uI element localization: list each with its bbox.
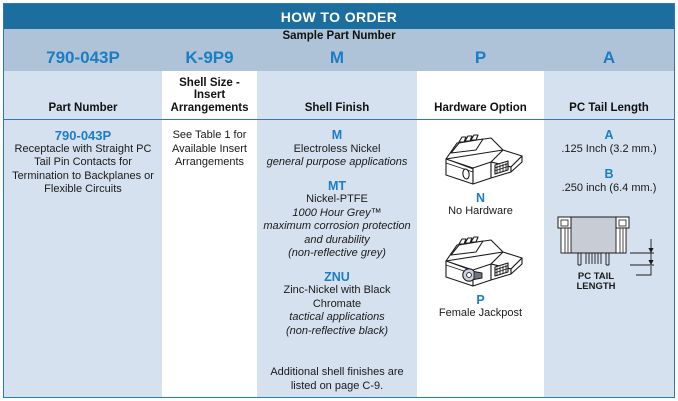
shell-finish-note-m-1: general purpose applications (266, 156, 408, 168)
hardware-option-p: P Female Jackpost (423, 231, 538, 321)
hardware-option-label-p: Female Jackpost (438, 306, 523, 319)
shell-finish-note-mt-3: and durability (304, 233, 370, 246)
hardware-option-label-n: No Hardware (448, 205, 513, 217)
shell-finish-code-znu: ZNU (324, 269, 350, 284)
pc-tail-option-b: B .250 inch (6.4 mm.) (550, 167, 668, 195)
column-header-shell-finish: Shell Finish (257, 71, 417, 119)
shell-finish-option-m: M Electroless Nickel general purpose app… (263, 128, 411, 170)
shell-finish-footnote: Additional shell finishes are listed on … (270, 366, 404, 392)
shell-finish-note-znu-2: (non-reflective black) (285, 324, 389, 337)
shell-finish-name-znu: Zinc-Nickel with Black Chromate (283, 284, 391, 310)
sample-code-hardware-option: P (474, 47, 487, 67)
shell-size-note: See Table 1 for Available Insert Arrange… (171, 129, 247, 168)
cell-shell-finish: M Electroless Nickel general purpose app… (257, 120, 417, 397)
how-to-order-table: HOW TO ORDER Sample Part Number 790-043P… (3, 3, 675, 398)
sample-part-number-label: Sample Part Number (282, 30, 396, 42)
hardware-option-n: N No Hardware (423, 129, 538, 219)
hardware-option-p-caption: P Female Jackpost (423, 292, 538, 321)
connector-no-hardware-icon (423, 129, 538, 191)
table-body-row: 790-043P Receptacle with Straight PC Tai… (4, 120, 674, 397)
column-header-row: Part Number Shell Size - Insert Arrangem… (4, 71, 674, 120)
part-number-code: 790-043P (54, 128, 112, 143)
shell-finish-name-m: Electroless Nickel (293, 142, 381, 155)
column-header-part-number: Part Number (4, 71, 162, 119)
shell-finish-code-m: M (331, 128, 343, 142)
cell-pc-tail-length: A .125 Inch (3.2 mm.) B .250 inch (6.4 m… (544, 120, 674, 397)
cell-part-number: 790-043P Receptacle with Straight PC Tai… (4, 120, 162, 397)
table-title: HOW TO ORDER (4, 4, 674, 29)
column-header-hardware-option: Hardware Option (417, 71, 544, 119)
shell-finish-spacer (263, 348, 411, 366)
column-header-shell-size: Shell Size - Insert Arrangements (162, 71, 257, 119)
sample-code-part-number: 790-043P (46, 47, 120, 67)
cell-hardware-option: N No Hardware (417, 120, 544, 397)
sample-code-shell-finish: M (329, 47, 345, 67)
pc-tail-option-a: A .125 Inch (3.2 mm.) (550, 128, 668, 156)
svg-text:PC TAIL: PC TAIL (578, 271, 614, 282)
hardware-option-code-n: N (475, 191, 486, 205)
svg-text:LENGTH: LENGTH (576, 281, 615, 292)
hardware-option-code-p: P (476, 292, 485, 307)
cell-shell-size: See Table 1 for Available Insert Arrange… (162, 120, 257, 397)
shell-finish-name-mt: Nickel-PTFE (306, 193, 368, 205)
column-header-pc-tail-length: PC Tail Length (544, 71, 674, 119)
pc-tail-value-b: .250 inch (6.4 mm.) (561, 181, 657, 194)
pc-tail-value-a: .125 Inch (3.2 mm.) (561, 142, 657, 155)
shell-finish-note-mt-2: maximum corrosion protection (263, 220, 411, 232)
pc-tail-code-a: A (604, 128, 614, 142)
connector-female-jackpost-icon (423, 231, 538, 293)
pc-tail-length-diagram-icon: PC TAIL LENGTH (550, 209, 668, 295)
shell-finish-option-znu: ZNU Zinc-Nickel with Black Chromate tact… (263, 269, 411, 339)
sample-part-number-codes: 790-043P K-9P9 M P A (4, 44, 674, 71)
shell-finish-code-mt: MT (327, 178, 347, 193)
sample-part-number-band: Sample Part Number 790-043P K-9P9 M P A (4, 29, 674, 71)
hardware-option-n-caption: N No Hardware (423, 192, 538, 219)
sample-code-pc-tail-length: A (602, 47, 616, 67)
shell-finish-note-mt-1: 1000 Hour Grey™ (292, 206, 382, 219)
pc-tail-code-b: B (604, 167, 614, 181)
sample-code-shell-size: K-9P9 (185, 47, 234, 67)
shell-finish-option-mt: MT Nickel-PTFE 1000 Hour Grey™ maximum c… (263, 178, 411, 261)
shell-finish-note-znu-1: tactical applications (289, 311, 385, 323)
part-number-description: Receptacle with Straight PC Tail Pin Con… (12, 142, 154, 196)
shell-finish-note-mt-4: (non-reflective grey) (288, 247, 386, 259)
